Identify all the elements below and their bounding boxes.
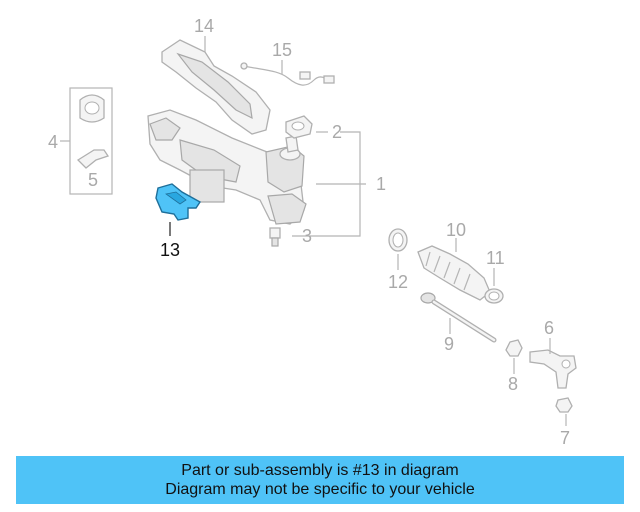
callout-9: 9 xyxy=(444,334,454,354)
parts-diagram: 1 2 3 4 5 6 7 8 9 10 11 12 13 14 15 xyxy=(48,16,577,448)
callout-4: 4 xyxy=(48,132,58,152)
callout-12: 12 xyxy=(388,272,408,292)
callout-14: 14 xyxy=(194,16,214,36)
banner-line-1: Part or sub-assembly is #13 in diagram xyxy=(181,462,459,479)
part-2-mount xyxy=(285,115,313,139)
part-15-wire-harness xyxy=(240,62,335,86)
banner-line-2: Diagram may not be specific to your vehi… xyxy=(165,481,475,498)
part-7-nut xyxy=(555,397,573,413)
callout-2: 2 xyxy=(332,122,342,142)
part-8-nut xyxy=(505,339,523,357)
callout-13: 13 xyxy=(160,240,180,260)
part-6-tie-rod-end xyxy=(529,349,577,389)
callout-11: 11 xyxy=(486,248,505,268)
callout-8: 8 xyxy=(508,374,518,394)
callout-5: 5 xyxy=(88,170,98,190)
callout-15: 15 xyxy=(272,40,292,60)
callout-6: 6 xyxy=(544,318,554,338)
callout-3: 3 xyxy=(302,226,312,246)
part-13-highlighted xyxy=(155,183,202,221)
callout-7: 7 xyxy=(560,428,570,448)
part-3-bolt xyxy=(269,227,281,247)
part-9-tie-rod xyxy=(420,292,497,343)
part-11-clamp xyxy=(484,288,504,304)
part-10-boot xyxy=(417,245,491,301)
part-12-clamp xyxy=(388,228,408,252)
callout-10: 10 xyxy=(446,220,466,240)
callout-1: 1 xyxy=(376,174,386,194)
info-banner: Part or sub-assembly is #13 in diagram D… xyxy=(16,456,624,504)
part-14-heat-shield xyxy=(161,39,271,135)
callout-bracket-1-3 xyxy=(292,131,366,237)
part-1-steering-rack xyxy=(147,109,307,225)
